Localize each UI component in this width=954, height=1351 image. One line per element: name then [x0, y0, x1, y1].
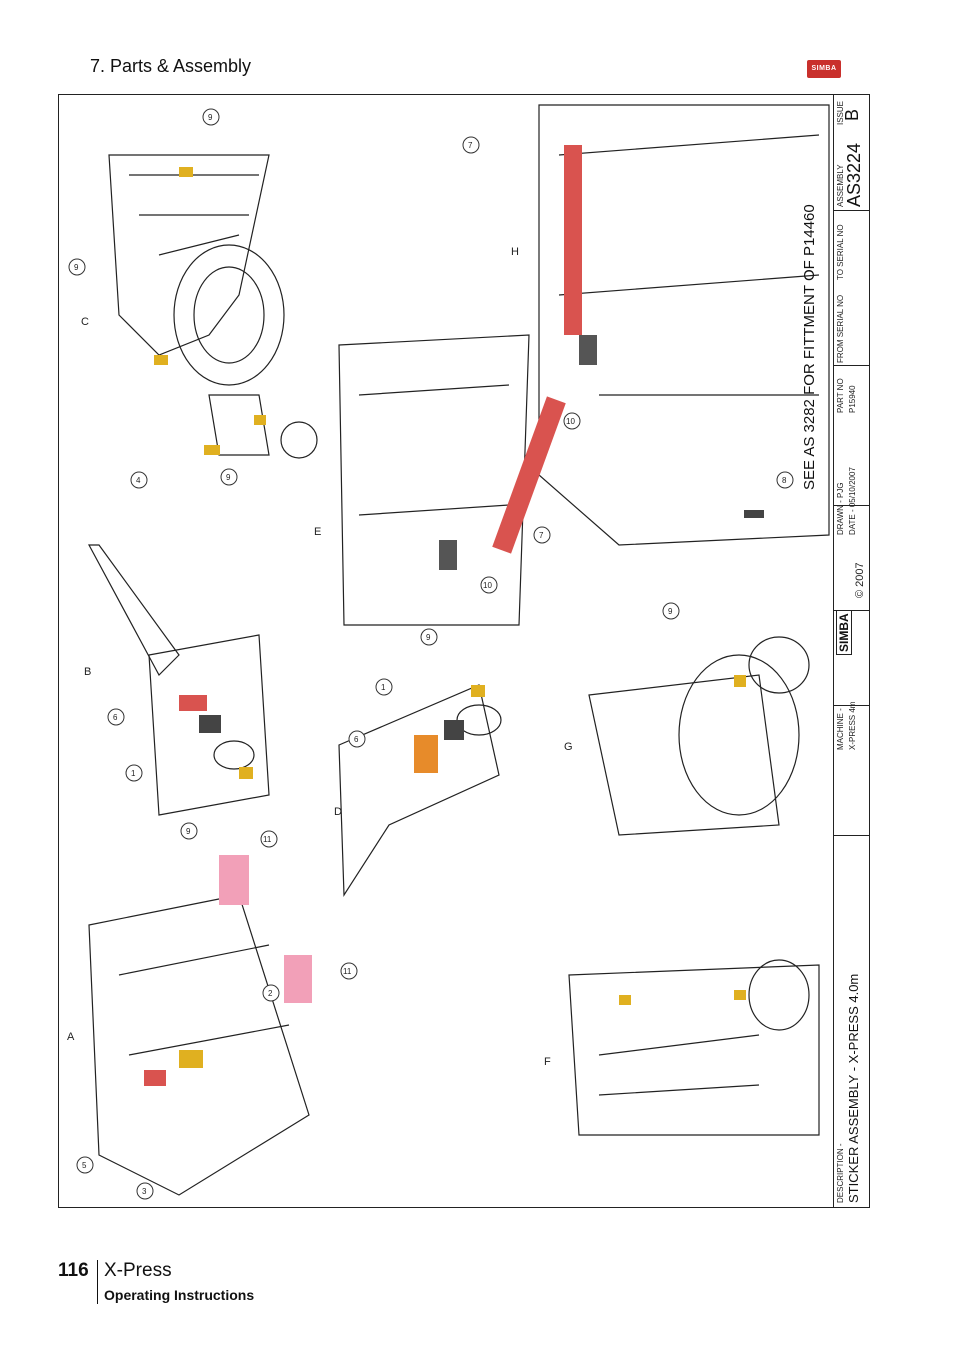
- document-subtitle: Operating Instructions: [104, 1287, 255, 1303]
- callout: 6: [113, 713, 118, 722]
- callout: 5: [82, 1161, 87, 1170]
- callout: 9: [74, 263, 79, 272]
- callout: 4: [136, 476, 141, 485]
- callout: 11: [263, 835, 272, 844]
- from-serial-label: FROM SERIAL NO: [836, 294, 845, 363]
- callout: 10: [483, 581, 492, 590]
- product-name: X-Press: [104, 1260, 172, 1281]
- date-label: DATE - 05/10/2007: [848, 467, 857, 535]
- assembly-number: AS3224: [844, 142, 864, 207]
- drawing-frame: C B E H D G A F 9 9 4 9 6 1 9 11 11 2 5 …: [58, 94, 870, 1208]
- issue-value: B: [842, 108, 862, 121]
- callout: 9: [226, 473, 231, 482]
- part-no: P15940: [848, 385, 857, 413]
- callout: 3: [142, 1187, 147, 1196]
- machine-name: X-PRESS 4m: [848, 701, 857, 750]
- view-label-h: H: [511, 246, 519, 258]
- simba-logo: SIMBA: [807, 60, 841, 78]
- callout: 9: [208, 113, 213, 122]
- callout: 9: [668, 607, 673, 616]
- description-text: STICKER ASSEMBLY - X-PRESS 4.0m: [846, 973, 861, 1203]
- description-label: DESCRIPTION -: [836, 1143, 845, 1203]
- callout: 10: [566, 417, 575, 426]
- part-no-label: PART NO: [836, 378, 845, 413]
- section-title: 7. Parts & Assembly: [90, 56, 252, 76]
- view-label-g: G: [564, 741, 573, 753]
- footer-divider: [97, 1260, 98, 1304]
- callout: 8: [782, 476, 787, 485]
- page-number: 116: [58, 1260, 89, 1281]
- title-block: ISSUE B ASSEMBLY AS3224 TO SERIAL NO FRO…: [833, 95, 869, 1207]
- callout: 6: [354, 735, 359, 744]
- copyright: © 2007: [854, 562, 866, 598]
- callout: 2: [268, 989, 273, 998]
- callout: 1: [131, 769, 136, 778]
- callout: 7: [468, 141, 473, 150]
- assembly-note: SEE AS 3282 FOR FITTMENT OF P14460: [801, 204, 818, 490]
- view-label-a: A: [67, 1031, 75, 1043]
- machine-label: MACHINE -: [836, 708, 845, 750]
- callout: 1: [381, 683, 386, 692]
- callout: 11: [343, 967, 352, 976]
- view-label-e: E: [314, 526, 321, 538]
- view-label-b: B: [84, 666, 91, 678]
- callout: 9: [426, 633, 431, 642]
- to-serial-label: TO SERIAL NO: [836, 224, 845, 280]
- callout: 7: [539, 531, 544, 540]
- simba-mark: SIMBA: [836, 610, 852, 655]
- assembly-drawing: C B E H D G A F 9 9 4 9 6 1 9 11 11 2 5 …: [67, 104, 830, 1200]
- view-label-f: F: [544, 1056, 551, 1068]
- view-label-d: D: [334, 806, 342, 818]
- callout: 9: [186, 827, 191, 836]
- view-label-c: C: [81, 316, 89, 328]
- drawn-label: DRAWN - PJG: [836, 482, 845, 535]
